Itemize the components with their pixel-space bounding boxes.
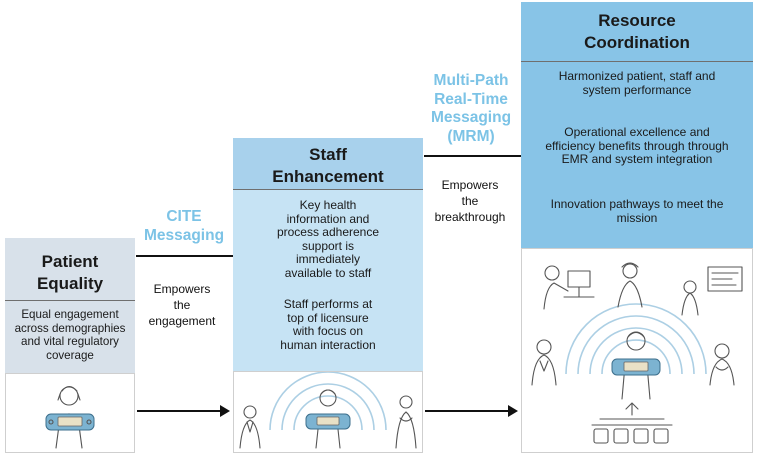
resource-desc-line: mission bbox=[616, 210, 658, 225]
patient-title-line1: Patient bbox=[41, 252, 99, 271]
staff-divider bbox=[233, 189, 423, 190]
staff-illustration bbox=[233, 371, 423, 453]
staff-title-line2: Enhancement bbox=[272, 167, 384, 186]
resource-desc-line: system performance bbox=[582, 82, 692, 97]
staff-enhancement-column: Staff Enhancement Key health information… bbox=[233, 138, 423, 453]
mrm-label-line: (MRM) bbox=[447, 127, 495, 145]
cite-sub-line: Empowers bbox=[153, 282, 211, 296]
patient-desc-line: coverage bbox=[46, 348, 94, 362]
mrm-label-line: Messaging bbox=[430, 109, 512, 126]
arrow-staff-to-resource bbox=[425, 405, 518, 417]
patient-desc-line: and vital regulatory bbox=[21, 335, 119, 349]
resource-title-line1: Resource bbox=[598, 11, 676, 30]
staff-desc-line: human interaction bbox=[280, 337, 376, 352]
staff-header-band bbox=[233, 138, 423, 189]
mrm-empowers-text: Empowers the breakthrough bbox=[424, 177, 516, 225]
resource-desc-line: Innovation pathways to meet the bbox=[550, 197, 724, 211]
patient-with-device-sketch bbox=[45, 385, 95, 449]
mrm-sub-line: the bbox=[461, 194, 479, 208]
mrm-messaging-label: Multi-Path Real-Time Messaging (MRM) bbox=[422, 72, 520, 146]
patient-desc-line: across demographies bbox=[14, 321, 126, 335]
patient-title-line2: Equality bbox=[36, 274, 104, 293]
staff-desc-line: process adherence bbox=[276, 225, 380, 240]
resource-coordination-title: Resource Coordination bbox=[521, 10, 753, 54]
cite-empowers-text: Empowers the engagement bbox=[136, 281, 228, 329]
resource-desc-line: Harmonized patient, staff and bbox=[558, 69, 716, 83]
resource-coordination-column: Resource Coordination Harmonized patient… bbox=[521, 2, 753, 453]
patient-desc-line: Equal engagement bbox=[21, 308, 119, 321]
patient-equality-title: Patient Equality bbox=[5, 251, 135, 295]
cite-messaging-label: CITE Messaging bbox=[136, 208, 232, 245]
mrm-label-line: Multi-Path bbox=[433, 72, 509, 89]
resource-desc-line: Operational excellence and bbox=[564, 125, 710, 139]
mrm-sub-line: Empowers bbox=[441, 178, 499, 192]
patient-illustration bbox=[5, 373, 135, 453]
resource-desc-line: EMR and system integration bbox=[561, 152, 713, 167]
mrm-connector-line bbox=[424, 155, 521, 157]
staff-desc-line: Key health bbox=[299, 198, 357, 212]
resource-description-2: Operational excellence and efficiency be… bbox=[521, 125, 753, 167]
staff-desc-line: support is bbox=[301, 238, 355, 253]
staff-desc-line: Staff performs at bbox=[283, 297, 373, 311]
cite-label-line: Messaging bbox=[143, 226, 225, 244]
staff-description-2: Staff performs at top of licensure with … bbox=[233, 297, 423, 352]
resource-network-sketch bbox=[531, 262, 743, 444]
staff-title-line1: Staff bbox=[309, 145, 347, 164]
cite-label-line: CITE bbox=[166, 208, 202, 225]
staff-desc-line: immediately bbox=[295, 252, 361, 267]
resource-illustration bbox=[521, 248, 753, 453]
patient-equality-column: Patient Equality Equal engagement across… bbox=[5, 238, 135, 453]
staff-desc-line: with focus on bbox=[292, 324, 364, 339]
resource-description-3: Innovation pathways to meet the mission bbox=[521, 197, 753, 225]
cite-connector-line bbox=[136, 255, 233, 257]
staff-description-1: Key health information and process adher… bbox=[233, 198, 423, 281]
cite-sub-line: engagement bbox=[148, 314, 216, 328]
resource-title-line2: Coordination bbox=[584, 33, 690, 52]
resource-divider bbox=[521, 61, 753, 62]
patient-equality-description: Equal engagement across demographies and… bbox=[5, 308, 135, 362]
staff-enhancement-title: Staff Enhancement bbox=[233, 144, 423, 188]
staff-desc-line: top of licensure bbox=[287, 310, 369, 325]
mrm-label-line: Real-Time bbox=[434, 90, 508, 108]
staff-messaging-sketch bbox=[239, 372, 417, 449]
resource-desc-line: efficiency benefits through through bbox=[545, 138, 729, 153]
resource-description-1: Harmonized patient, staff and system per… bbox=[521, 69, 753, 97]
patient-divider bbox=[5, 300, 135, 301]
staff-desc-line: information and bbox=[286, 211, 370, 226]
arrow-patient-to-staff bbox=[137, 405, 230, 417]
cite-sub-line: the bbox=[173, 298, 191, 312]
staff-desc-line: available to staff bbox=[284, 265, 372, 280]
mrm-sub-line: breakthrough bbox=[434, 210, 506, 224]
